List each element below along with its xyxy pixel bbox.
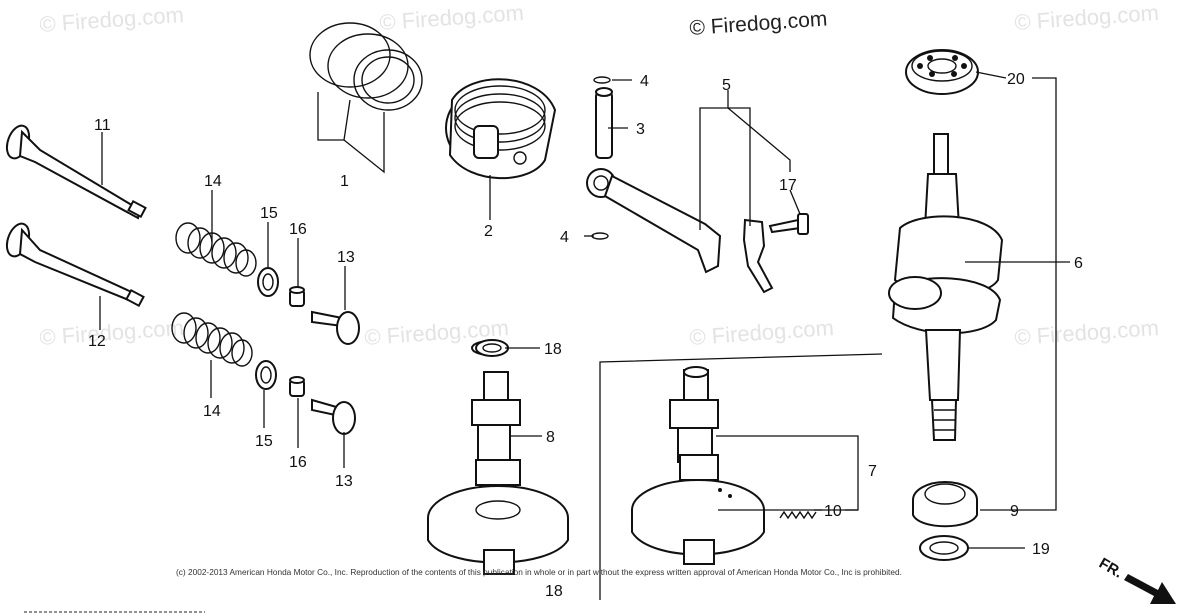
callout-16-lower: 16 <box>289 454 307 471</box>
front-direction-arrow: FR. <box>1096 555 1176 604</box>
watermark: © Firedog.com <box>379 0 525 35</box>
callout-10: 10 <box>824 503 842 520</box>
valve-seal-lower <box>289 376 305 397</box>
callout-12: 12 <box>88 333 106 350</box>
valve-spring-lower <box>171 312 253 367</box>
valve-retainer-upper <box>257 267 279 297</box>
callout-7: 7 <box>868 463 877 480</box>
watermark: © Firedog.com <box>1014 0 1160 35</box>
callout-8: 8 <box>546 429 555 446</box>
callout-2: 2 <box>484 223 493 240</box>
watermark: © Firedog.com <box>689 315 835 350</box>
callout-1: 1 <box>340 173 349 190</box>
valve-spring-upper <box>175 222 257 277</box>
decompressor-spring <box>779 510 817 520</box>
piston <box>445 78 557 180</box>
watermark: © Firedog.com <box>39 2 185 37</box>
callout-14-lower: 14 <box>203 403 221 420</box>
copyright-notice: (c) 2002-2013 American Honda Motor Co., … <box>176 567 902 577</box>
piston-pin <box>595 87 613 159</box>
crankshaft <box>888 133 1004 441</box>
thrust-washer <box>919 535 969 561</box>
watermark: © Firedog.com <box>1014 315 1160 350</box>
copyright-mark: © Firedog.com <box>689 7 828 40</box>
valve-intake <box>5 222 145 308</box>
camshaft-washer <box>475 339 509 357</box>
watermark: © Firedog.com <box>39 315 185 350</box>
piston-ring-set <box>309 22 423 111</box>
connecting-rod <box>586 168 809 294</box>
valve-seal-upper <box>289 286 305 307</box>
callout-11: 11 <box>94 117 111 134</box>
leader-lines <box>99 71 1070 600</box>
callout-17: 17 <box>779 177 797 194</box>
camshaft-right <box>631 366 765 565</box>
callout-15-lower: 15 <box>255 433 273 450</box>
callout-5: 5 <box>722 77 731 94</box>
piston-pin-clip-lower <box>591 232 609 240</box>
callout-13-upper: 13 <box>337 249 355 266</box>
callout-4-lower: 4 <box>560 229 569 246</box>
piston-pin-clip-upper <box>593 76 611 84</box>
valve-lifter-upper <box>311 310 360 345</box>
callout-19: 19 <box>1032 541 1050 558</box>
ball-bearing <box>905 49 979 95</box>
camshaft-left <box>427 340 569 575</box>
callout-3: 3 <box>636 121 645 138</box>
callout-18-bottom: 18 <box>545 583 563 600</box>
callout-4-upper: 4 <box>640 73 649 90</box>
callout-16-upper: 16 <box>289 221 307 238</box>
valve-lifter-lower <box>311 398 356 435</box>
callout-9: 9 <box>1010 503 1019 520</box>
callout-20: 20 <box>1007 71 1025 88</box>
callout-18: 18 <box>544 341 562 358</box>
valve-exhaust <box>5 124 147 220</box>
callout-14-upper: 14 <box>204 173 222 190</box>
callout-6: 6 <box>1074 255 1083 272</box>
callout-15-upper: 15 <box>260 205 278 222</box>
crankshaft-gear <box>912 481 978 528</box>
valve-retainer-lower <box>255 360 277 390</box>
arrow-icon <box>1124 574 1176 604</box>
callout-13-lower: 13 <box>335 473 353 490</box>
direction-label: FR. <box>1096 555 1125 582</box>
